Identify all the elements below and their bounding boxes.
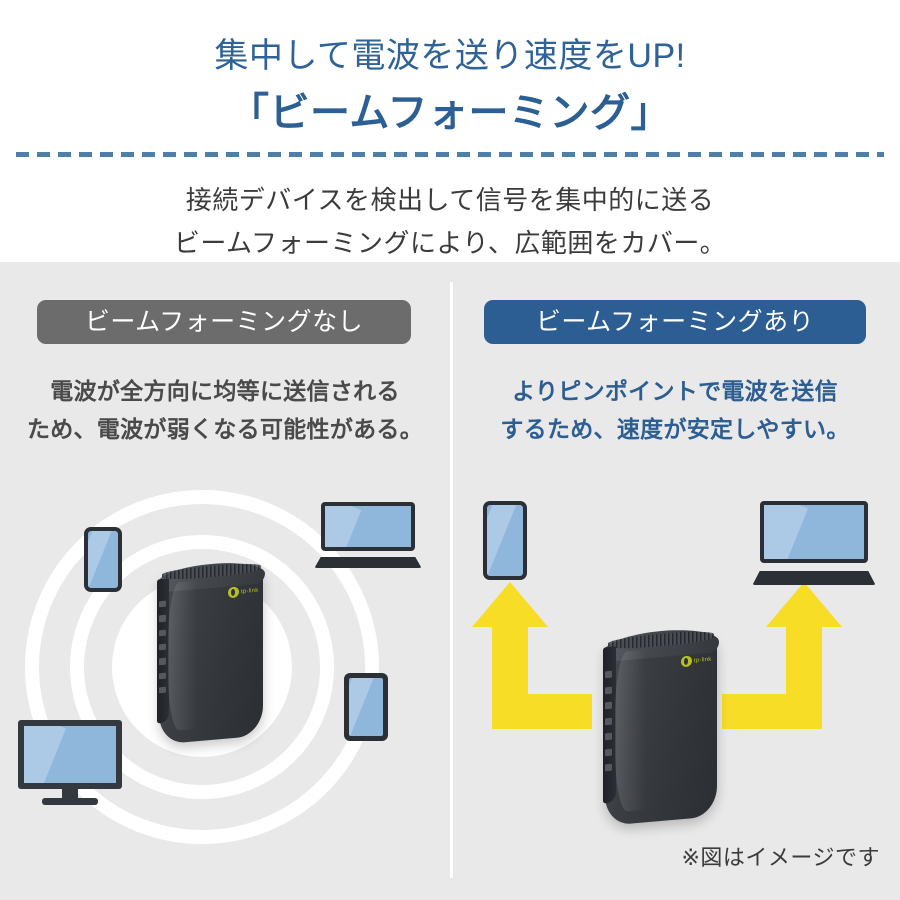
description-line2: するため、速度が安定しやすい。 (500, 416, 850, 442)
subtitle-line1: 接続デバイスを検出して信号を集中的に送る (185, 185, 715, 215)
beam-arrow-right-icon (722, 582, 842, 742)
tablet-icon (344, 673, 388, 741)
description-line1: 電波が全方向に均等に送信される (50, 378, 400, 404)
header: 集中して電波を送り速度をUP! 「ビームフォーミング」 接続デバイスを検出して信… (0, 0, 900, 262)
panel-without-beamforming: ビームフォーミングなし 電波が全方向に均等に送信される ため、電波が弱くなる可能… (0, 262, 450, 900)
panel-with-beamforming: ビームフォーミングあり よりピンポイントで電波を送信 するため、速度が安定しやす… (450, 262, 900, 900)
beam-arrow-left-icon (472, 582, 592, 742)
footnote: ※図はイメージです (681, 845, 880, 870)
subtitle-line2: ビームフォーミングにより、広範囲をカバー。 (173, 228, 727, 258)
description-with-beamforming: よりピンポイントで電波を送信 するため、速度が安定しやすい。 (450, 372, 900, 448)
description-line2: ため、電波が弱くなる可能性がある。 (26, 416, 424, 442)
description-line1: よりピンポイントで電波を送信 (512, 378, 838, 404)
badge-with-beamforming: ビームフォーミングあり (484, 300, 866, 344)
badge-without-beamforming: ビームフォーミングなし (37, 300, 411, 344)
illustration-without-beamforming: tp-link (0, 472, 450, 900)
page-title-line2: 「ビームフォーミング」 (229, 91, 671, 135)
comparison-panels: ビームフォーミングなし 電波が全方向に均等に送信される ため、電波が弱くなる可能… (0, 262, 900, 900)
router-device-icon: tp-link (590, 625, 730, 827)
illustration-with-beamforming: tp-link (450, 472, 900, 900)
smartphone-icon (483, 501, 527, 580)
desktop-monitor-icon (18, 720, 122, 808)
description-without-beamforming: 電波が全方向に均等に送信される ため、電波が弱くなる可能性がある。 (0, 372, 450, 448)
laptop-icon (752, 501, 876, 585)
smartphone-icon (84, 527, 122, 592)
laptop-icon (314, 502, 422, 568)
router-device-icon: tp-link (145, 559, 275, 745)
panel-divider (450, 282, 453, 878)
page-title-line1: 集中して電波を送り速度をUP! (214, 37, 686, 75)
dashed-divider (16, 152, 884, 157)
